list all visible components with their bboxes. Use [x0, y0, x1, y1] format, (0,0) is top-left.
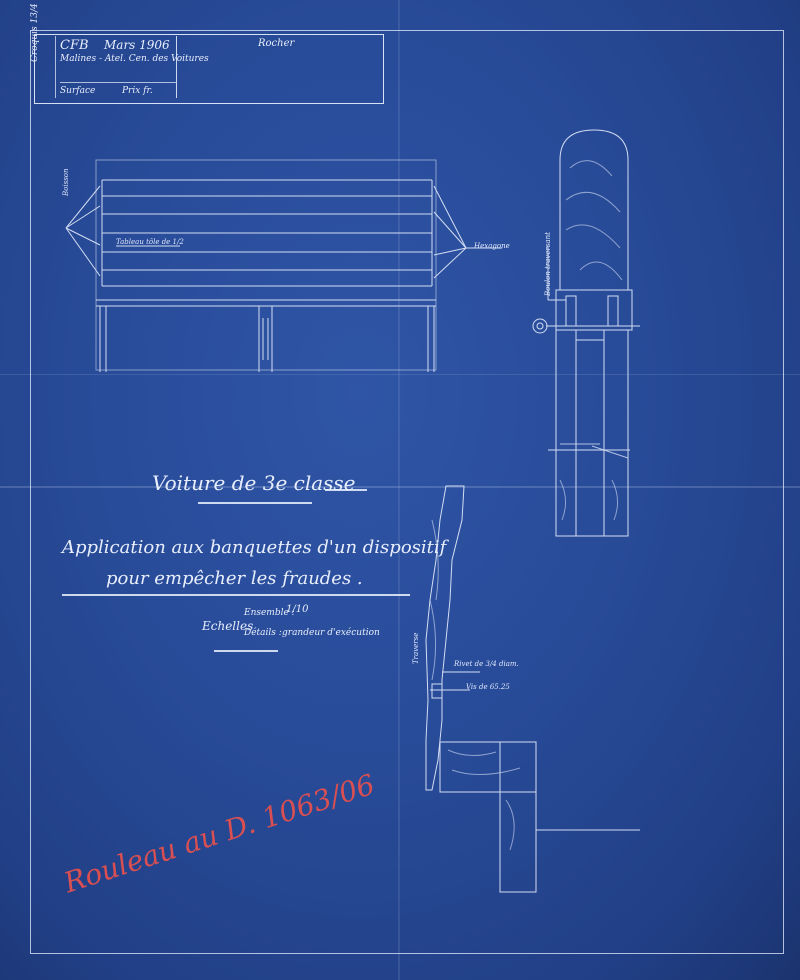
title-block-divider	[176, 36, 177, 98]
drawing-subtitle-line-1: Application aux banquettes d'un disposit…	[62, 537, 447, 558]
subtitle-underline	[62, 594, 410, 596]
drawing-subtitle-line-2: pour empêcher les fraudes .	[106, 568, 363, 589]
title-block-rule	[60, 82, 176, 83]
title-rule	[325, 489, 367, 491]
right-leader-label: Hexagone	[474, 242, 510, 250]
drawing-title: Voiture de 3e classe	[152, 471, 356, 495]
ensemble-scale-value: 1/10	[286, 604, 309, 615]
details-scale-label: Détails :	[244, 628, 282, 638]
section-label: Boulon traversant	[544, 232, 552, 296]
price-label: Prix fr.	[122, 86, 153, 96]
title-underline	[198, 502, 312, 504]
scales-label: Echelles	[202, 619, 254, 633]
bolt-note: Rivet de 3/4 diam.	[454, 660, 519, 668]
ensemble-scale-label: Ensemble :	[244, 608, 295, 618]
signature-note: Rocher	[258, 38, 295, 49]
title-block-left-rule	[55, 36, 56, 98]
details-scale-value: grandeur d'exécution	[282, 628, 380, 638]
screw-note: Vis de 65.25	[466, 683, 510, 691]
title-block	[34, 34, 384, 104]
scales-underline	[214, 650, 278, 652]
fold-line-vertical	[398, 0, 400, 980]
panel-label: Tableau tôle de 1/2	[116, 238, 184, 246]
left-leader-label: Boisson	[62, 168, 70, 196]
seat-detail-section	[425, 485, 640, 893]
drawing-border	[30, 30, 784, 954]
fold-line-horizontal	[0, 486, 800, 488]
inset-label: Traverse	[412, 632, 420, 664]
workshop-name: Malines - Atel. Cen. des Voitures	[60, 54, 209, 64]
seat-back-section	[532, 129, 640, 537]
fold-line-horizontal-upper	[0, 374, 800, 375]
bench-front-elevation	[65, 159, 502, 372]
company-reference: CFB	[60, 38, 89, 53]
surface-label: Surface	[60, 86, 96, 96]
drawing-date: Mars 1906	[104, 38, 170, 52]
